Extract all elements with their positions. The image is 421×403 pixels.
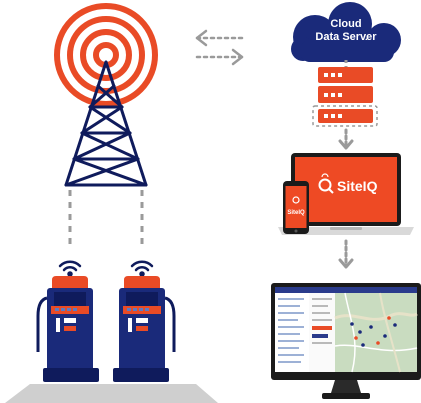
- search-logo-icon: [318, 173, 334, 194]
- pump-island-platform: [5, 384, 218, 403]
- fuel-pump: [113, 260, 176, 382]
- cloud-label-line2: Data Server: [315, 31, 377, 43]
- dashboard-list-panel: [275, 293, 309, 372]
- monitor: [271, 283, 421, 399]
- laptop-brand-name: SiteIQ: [337, 178, 378, 194]
- fuel-pump: [36, 260, 99, 382]
- cloud-icon: [291, 2, 401, 62]
- radio-tower: [54, 3, 158, 187]
- laptop: SiteIQ: [278, 153, 414, 235]
- dashboard-map: [334, 292, 418, 373]
- tower-lattice: [64, 60, 148, 187]
- wifi-icon: [58, 260, 82, 277]
- cloud-label-line1: Cloud: [330, 18, 361, 30]
- phone: SiteIQ: [283, 181, 309, 234]
- sync-arrows-icon: [195, 29, 244, 66]
- server-stack: [312, 60, 378, 127]
- tower-pump-connectors: [68, 190, 144, 250]
- wifi-icon: [130, 260, 154, 277]
- radio-signal-icon: [54, 3, 158, 107]
- cloud-data-server: Cloud Data Server: [291, 2, 401, 127]
- phone-brand-name: SiteIQ: [287, 210, 305, 216]
- dashboard-detail-panel: [309, 293, 335, 372]
- down-arrow-icon: [338, 239, 354, 269]
- down-arrow-icon: [338, 128, 354, 150]
